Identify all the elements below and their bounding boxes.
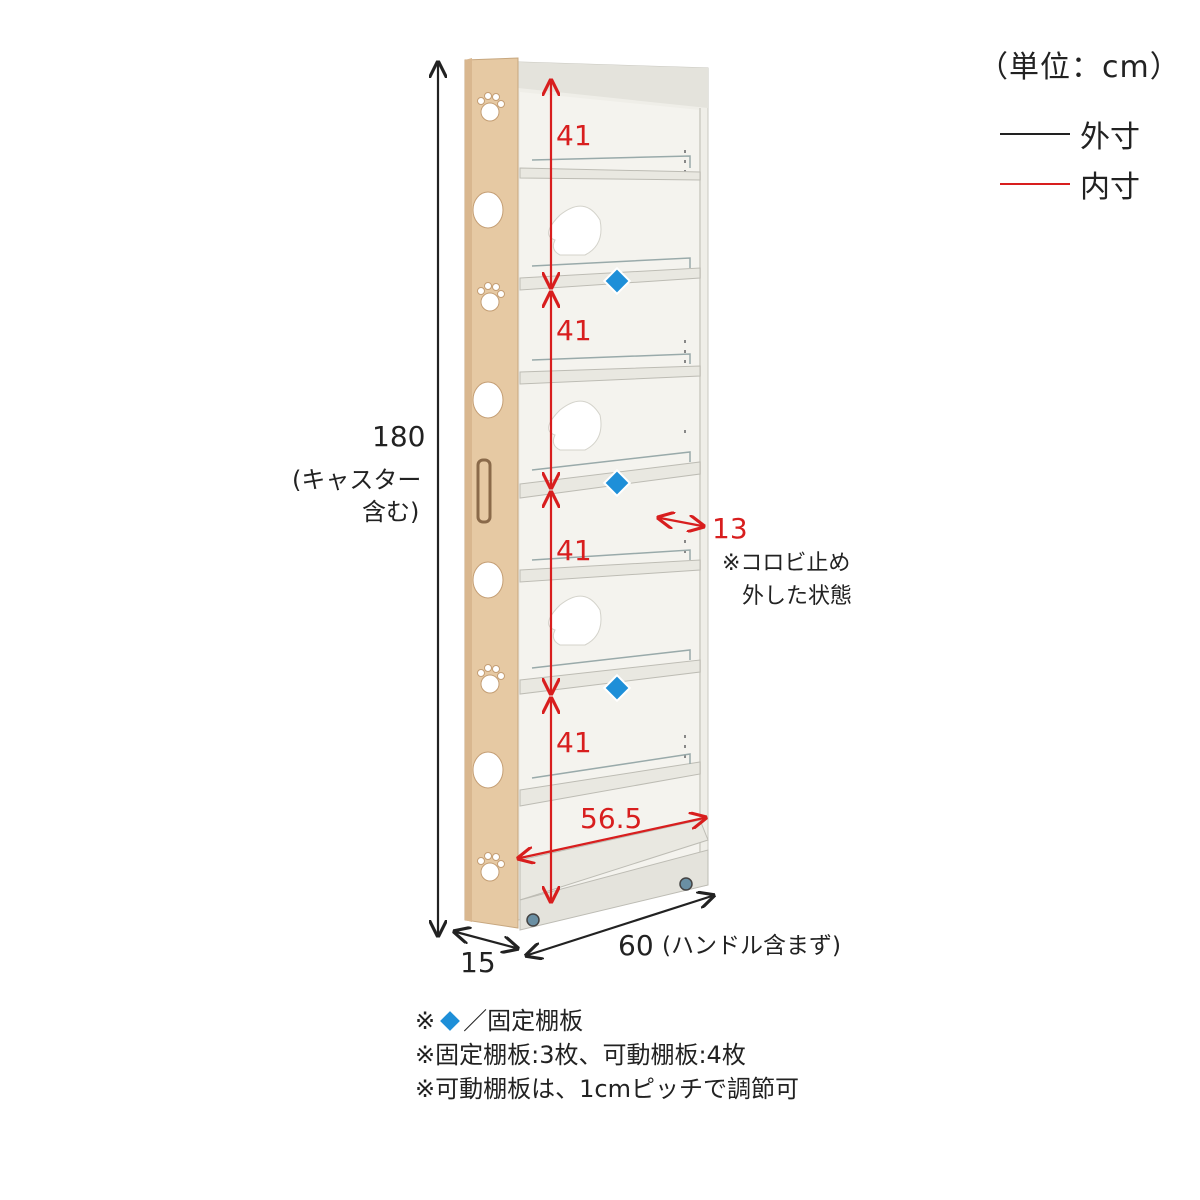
legend-inner: 内寸 xyxy=(1000,162,1140,206)
legend-outer-line xyxy=(1000,133,1070,135)
width-note-label: (ハンドル含まず) xyxy=(662,933,841,959)
fixed-shelf-marker xyxy=(602,673,632,703)
shelf-2-height-label: 41 xyxy=(556,314,592,347)
legend-outer-label: 外寸 xyxy=(1080,120,1140,155)
height-note-line2: 含む) xyxy=(362,498,419,526)
shelf-rails xyxy=(531,155,691,779)
legend-outer: 外寸 xyxy=(1000,112,1140,156)
note-fixed-suffix: ／固定棚板 xyxy=(463,1007,584,1035)
shelf-holes xyxy=(684,150,686,758)
stopper-note-line2: 外した状態 xyxy=(742,584,853,609)
shelf-4-height-label: 41 xyxy=(556,726,592,759)
note-fixed-prefix: ※ xyxy=(415,1007,436,1035)
handle xyxy=(476,458,492,524)
fixed-shelf-marker xyxy=(602,266,632,296)
fixed-shelf-marker xyxy=(602,468,632,498)
width-value-label: 60 xyxy=(618,929,654,962)
height-value-label: 180 xyxy=(372,420,425,453)
inner-width-label: 56.5 xyxy=(580,802,642,835)
note-fixed-shelf: ※ ／固定棚板 xyxy=(415,1004,799,1038)
inner-dimension-lines xyxy=(520,82,704,900)
fixed-shelf-diamond-icon xyxy=(440,1011,461,1031)
outer-dimension-lines xyxy=(438,64,712,955)
legend-inner-line xyxy=(1000,183,1070,185)
depth-value-label: 15 xyxy=(460,946,496,979)
note-pitch: ※可動棚板は、1cmピッチで調節可 xyxy=(415,1075,799,1103)
unit-label: （単位：cm） xyxy=(978,50,1181,85)
fixed-shelf-markers xyxy=(602,266,632,703)
inner-width-line xyxy=(520,818,704,858)
shelf-3-height-label: 41 xyxy=(556,534,592,567)
side-panel xyxy=(464,57,519,929)
depth-dimension-line xyxy=(456,932,516,948)
legend-inner-label: 内寸 xyxy=(1080,170,1140,205)
stopper-gap-label: 13 xyxy=(712,512,748,545)
footnotes: ※ ／固定棚板 ※固定棚板:3枚、可動棚板:4枚 ※可動棚板は、1cmピッチで調節… xyxy=(415,1004,799,1106)
stopper-note-line1: ※コロビ止め xyxy=(722,551,851,576)
height-note-line1: (キャスター xyxy=(292,466,421,494)
shelf-1-height-label: 41 xyxy=(556,119,592,152)
note-count: ※固定棚板:3枚、可動棚板:4枚 xyxy=(415,1041,746,1069)
side-decorations xyxy=(472,92,505,882)
back-cutouts xyxy=(548,205,602,646)
width-dimension-line xyxy=(528,896,712,955)
stopper-gap-line xyxy=(660,518,702,526)
